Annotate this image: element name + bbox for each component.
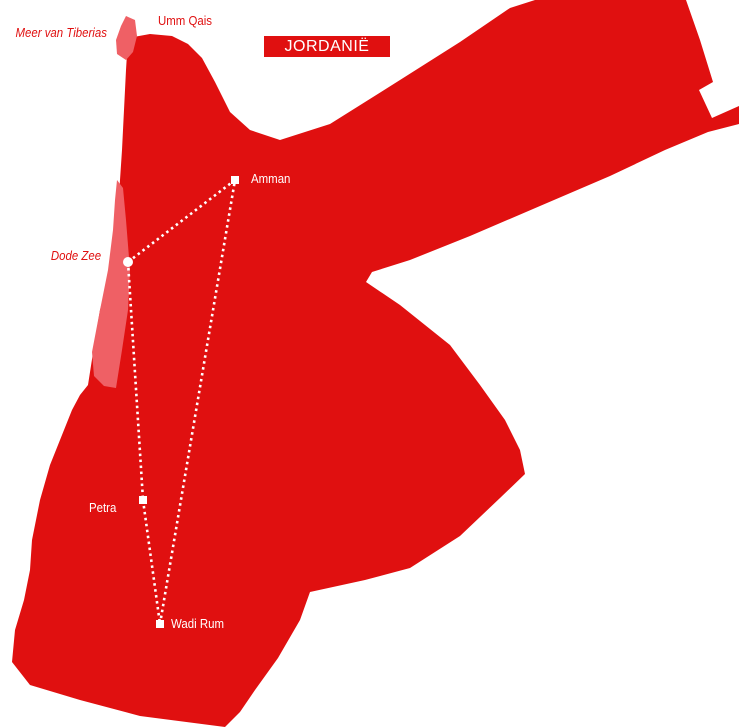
label-petra: Petra (89, 500, 117, 515)
marker-dode-zee (123, 257, 133, 267)
marker-petra (139, 496, 147, 504)
jordan-land (12, 0, 739, 727)
label-meer-van-tiberias: Meer van Tiberias (15, 25, 107, 40)
label-wadi-rum: Wadi Rum (171, 616, 224, 631)
dead-sea (92, 180, 130, 388)
marker-amman (231, 176, 239, 184)
label-dode-zee: Dode Zee (50, 248, 101, 263)
map-title: JORDANIË (284, 37, 370, 55)
route-petra-wadi-rum (141, 499, 162, 625)
route-amman-dode-zee (127, 178, 236, 264)
title-badge: JORDANIË (263, 35, 391, 58)
route-dode-zee-petra (126, 261, 145, 501)
route (126, 178, 237, 625)
sea-of-galilee (116, 16, 137, 60)
label-umm-qais: Umm Qais (158, 13, 213, 28)
marker-wadi-rum (156, 620, 164, 628)
label-amman: Amman (251, 171, 291, 186)
